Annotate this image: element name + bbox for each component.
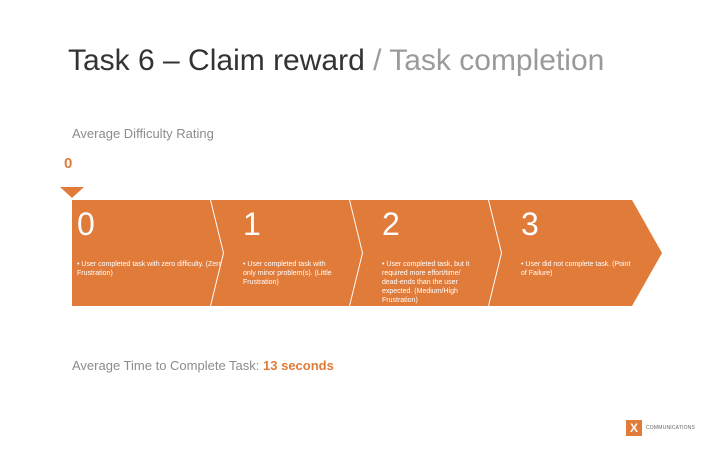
scale-step-number: 3 [521, 206, 539, 242]
difficulty-rating-value: 0 [64, 155, 73, 172]
average-time-value: 13 seconds [263, 358, 334, 373]
scale-step-number: 1 [243, 206, 261, 242]
scale-step-description: • User did not complete task. (Point of … [521, 261, 631, 277]
company-logo: X COMMUNICATIONS [626, 420, 695, 436]
rating-marker-arrow [60, 187, 84, 198]
scale-step-description: • User completed task with only minor pr… [243, 261, 332, 286]
logo-x-icon: X [626, 420, 642, 436]
title-separator: / [364, 44, 390, 77]
logo-text: COMMUNICATIONS [646, 425, 696, 431]
average-time: Average Time to Complete Task: 13 second… [72, 358, 334, 373]
scale-step-description: • User completed task, but it required m… [382, 261, 470, 304]
scale-step-3: 3 • User did not complete task. (Point o… [489, 200, 662, 306]
scale-step-number: 2 [382, 206, 400, 242]
scale-step-2: 2 • User completed task, but it required… [350, 200, 501, 306]
scale-step-description: • User completed task with zero difficul… [77, 261, 223, 277]
average-time-label: Average Time to Complete Task: [72, 358, 264, 373]
title-subtitle: Task completion [389, 44, 605, 77]
scale-step-number: 0 [77, 206, 95, 242]
page-title: Task 6 – Claim reward / Task completion [68, 44, 604, 78]
title-main: Task 6 – Claim reward [68, 44, 365, 77]
scale-step-1: 1 • User completed task with only minor … [211, 200, 362, 306]
difficulty-label: Average Difficulty Rating [72, 126, 214, 141]
scale-step-0: 0 • User completed task with zero diffic… [72, 200, 223, 306]
